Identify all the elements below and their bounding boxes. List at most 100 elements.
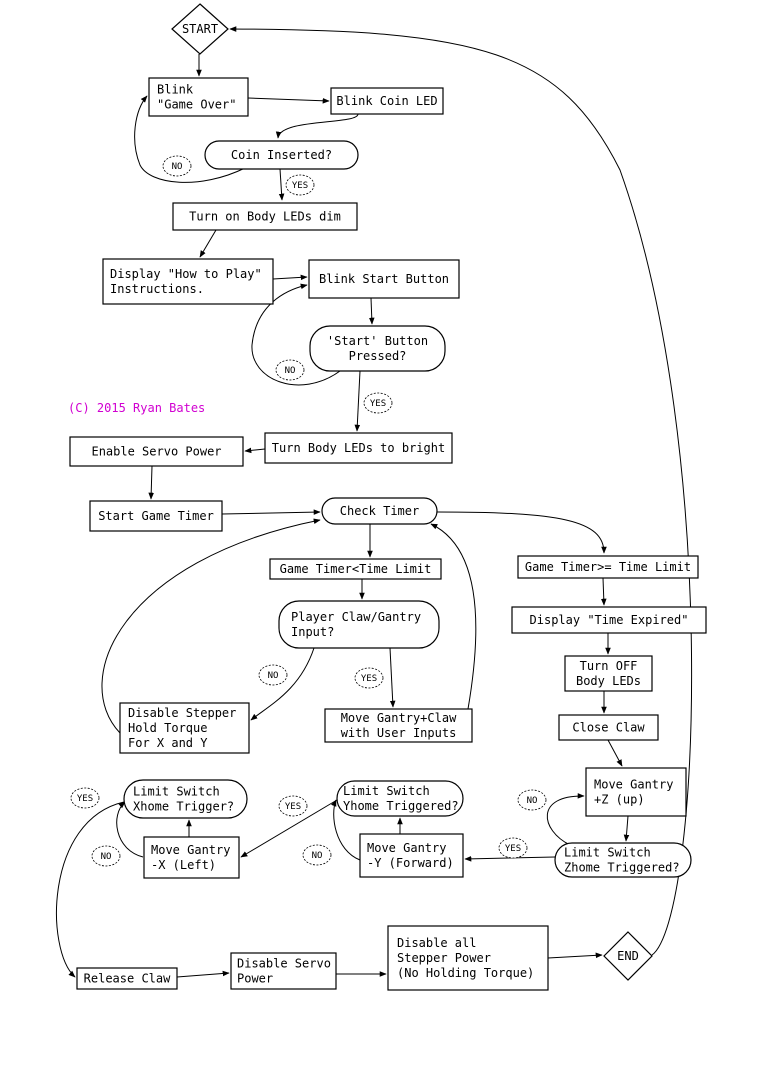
node-label: -Y (Forward) [367,856,454,870]
node-start: START [171,3,229,55]
node-label: -X (Left) [151,858,216,872]
node-label: START [182,22,218,36]
edge-servo-to-timer [148,465,154,500]
node-label: Stepper Power [397,951,491,965]
edge-ge-to-time-expired [600,577,607,606]
node-label: For X and Y [128,736,208,750]
edge-disable-hold-back-to-check [101,518,321,734]
node-label: Check Timer [340,504,419,518]
node-label: Player Claw/Gantry [291,610,421,624]
branch-label-text: NO [101,852,112,862]
node-label: Disable Servo [237,957,331,971]
edge-bright-to-servo [244,447,266,454]
node-label: 'Start' Button [327,334,428,348]
node-release-claw: Release Claw [76,967,178,990]
node-timer-ge: Game Timer>= Time Limit [517,555,699,579]
branch-label-z-no: NO [517,789,547,811]
node-close-claw: Close Claw [558,714,659,741]
edge-close-claw-to-move-z [607,739,623,767]
node-label: Move Gantry [594,778,673,792]
branch-label-y-yes: YES [278,795,308,817]
node-label: (No Holding Torque) [397,966,534,980]
node-label: Close Claw [572,721,645,735]
branch-label-y-no: NO [302,844,332,866]
branch-label-text: YES [292,181,308,191]
edge-x-yes-to-release [55,801,125,978]
branch-label-input-no: NO [258,664,288,686]
node-label: Turn OFF [580,659,638,673]
node-how-to-play: Display "How to Play" Instructions. [102,258,274,305]
node-label: Blink [157,83,194,97]
branch-label-start-no: NO [275,359,305,381]
node-label: Display "How to Play" [110,267,262,281]
node-label: Blink Start Button [319,272,449,286]
branch-label-text: YES [505,844,521,854]
node-label: Pressed? [349,349,407,363]
node-end: END [603,931,653,981]
edge-release-to-servo [176,970,230,978]
edge-y-no-loop [331,799,361,861]
node-label: Disable all [397,936,476,950]
node-label: Move Gantry [151,843,230,857]
edge-steppers-to-end [547,952,603,959]
edge-y-yes-to-move-x [240,799,338,858]
branch-label-text: NO [312,851,323,861]
node-label: Start Game Timer [98,509,214,523]
edge-timer-to-check [221,509,321,515]
node-check-timer: Check Timer [321,497,438,525]
edge-dim-to-how-to-play [199,229,217,258]
branch-label-x-no: NO [91,845,121,867]
branch-label-z-yes: YES [498,837,528,859]
node-label: Xhome Trigger? [133,800,234,814]
node-label: END [617,949,639,963]
node-label: with User Inputs [341,726,457,740]
node-label: Release Claw [84,972,171,986]
node-body-leds-bright: Turn Body LEDs to bright [264,432,453,464]
node-enable-servo: Enable Servo Power [69,436,244,467]
node-label: Game Timer>= Time Limit [525,560,691,574]
edge-blink-start-to-pressed [368,297,375,325]
branch-label-coin-yes: YES [285,174,315,196]
edge-start-yes-to-bright [354,370,361,432]
node-label: Input? [291,625,334,639]
node-label: Move Gantry [367,841,446,855]
node-label: Enable Servo Power [91,445,221,459]
node-label: "Game Over" [157,98,236,112]
edge-end-back-to-start [229,26,693,956]
edge-start-no-loop [251,283,341,386]
node-timer-lt: Game Timer<Time Limit [269,558,442,580]
node-label: Blink Coin LED [336,94,437,108]
node-time-expired: Display "Time Expired" [511,606,707,634]
branch-label-text: YES [77,794,93,804]
node-label: Limit Switch [133,785,220,799]
edge-blink-game-over-to-coin-led [247,97,330,104]
node-blink-coin-led: Blink Coin LED [330,87,444,115]
edge-coin-led-to-coin-inserted [275,113,359,139]
branch-label-text: YES [370,399,386,409]
node-move-z: Move Gantry+Z (up) [585,767,687,817]
node-label: Power [237,972,273,986]
edge-move-user-back-to-check [430,523,477,710]
node-label: Instructions. [110,282,204,296]
branch-label-x-yes: YES [70,787,100,809]
branch-label-text: NO [268,671,279,681]
edge-coin-yes-to-dim [278,168,285,201]
node-label: Display "Time Expired" [530,613,689,627]
edge-how-to-play-to-blink-start [272,274,308,281]
node-label: Body LEDs [576,674,641,688]
node-label: Move Gantry+Claw [341,711,457,725]
node-label: Turn on Body LEDs dim [189,210,341,224]
branch-label-coin-no: NO [162,155,192,177]
node-coin-inserted: Coin Inserted? [204,140,359,170]
node-blink-start: Blink Start Button [308,259,460,299]
branch-label-input-yes: YES [354,667,384,689]
